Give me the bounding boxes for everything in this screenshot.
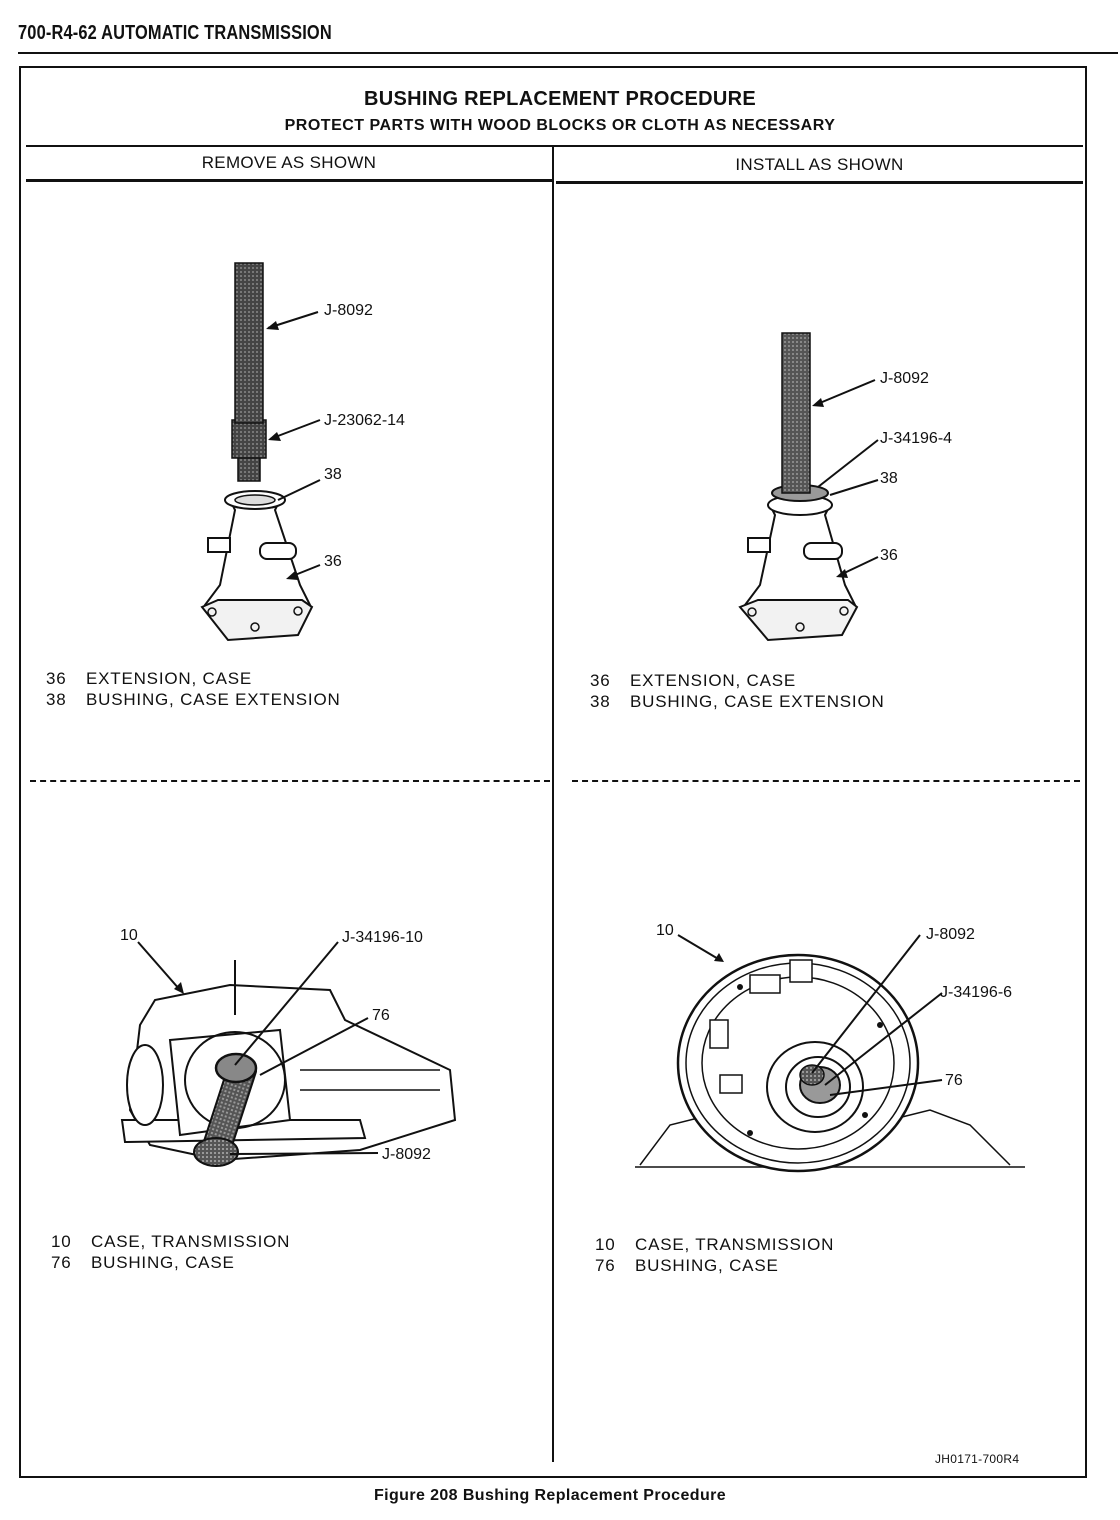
callout-label: J-23062-14 [324,412,405,429]
procedure-title: BUSHING REPLACEMENT PROCEDURE [363,88,757,110]
callout-label: J-8092 [926,926,975,943]
illustration-install-case-bushing: 10 J-8092 J-34196-6 76 [635,922,1025,1173]
callout-label: J-8092 [324,302,373,319]
callout-label: 10 [120,927,138,944]
callout-label: J-34196-6 [940,984,1012,1001]
illustration-remove-extension-bushing: J-8092 J-23062-14 38 36 [200,262,405,642]
title-rule [26,145,1083,147]
dashed-divider-left [30,780,550,782]
illustration-remove-case-bushing: 10 J-34196-10 76 J-8092 [120,927,457,1167]
callout-label: J-8092 [880,370,929,387]
callout-label: 36 [324,553,342,570]
callout-label: 36 [880,547,898,564]
callout-label: 38 [880,470,898,487]
procedure-subtitle: PROTECT PARTS WITH WOOD BLOCKS OR CLOTH … [284,117,836,134]
figure-frame [19,66,1087,1478]
callout-label: 76 [945,1072,963,1089]
callout-label: 10 [656,922,674,939]
column-divider [552,145,554,1462]
header-rule [18,52,1118,54]
callout-label: 38 [324,466,342,483]
page-header: 700-R4-62 AUTOMATIC TRANSMISSION [18,22,332,44]
figure-reference-code: JH0171-700R4 [935,1452,1020,1466]
callout-label: J-8092 [382,1146,431,1163]
dashed-divider-right [572,780,1080,782]
column-header-rule-left [26,179,552,182]
figure-caption: Figure 208 Bushing Replacement Procedure [373,1487,727,1504]
illustration-install-extension-bushing: J-8092 J-34196-4 38 36 [738,332,952,642]
callout-label: J-34196-4 [880,430,952,447]
column-header-install: INSTALL AS SHOWN [735,155,904,174]
callout-label: 76 [372,1007,390,1024]
column-header-rule-right [556,181,1083,184]
column-header-remove: REMOVE AS SHOWN [201,153,377,172]
callout-label: J-34196-10 [342,929,423,946]
